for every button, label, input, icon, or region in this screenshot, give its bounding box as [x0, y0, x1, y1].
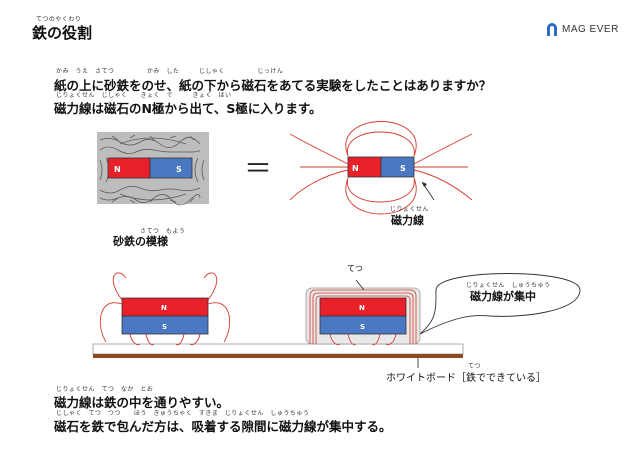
- iron-ruby: てつ: [347, 264, 363, 273]
- diagram-magnet-n: N: [352, 164, 359, 173]
- right-magnet-s: S: [360, 323, 365, 331]
- right-magnet-n: N: [359, 304, 365, 312]
- whiteboard-label: ホワイトボード［鉄でできている］: [386, 373, 546, 384]
- left-magnet-south: [121, 315, 209, 335]
- caption-field-lines: 磁力線: [391, 214, 424, 227]
- left-magnet-n: N: [161, 304, 167, 312]
- right-magnet-south: [319, 315, 407, 335]
- magnet-logo-icon: [547, 23, 557, 36]
- caption-right-ruby: じりょくせん: [390, 206, 430, 213]
- whiteboard-surface: [92, 343, 464, 355]
- caption-iron-filings: 砂鉄の模様: [113, 235, 168, 248]
- left-magnet-s: S: [162, 323, 167, 331]
- bubble-ruby: じりょくせん しゅうちゅう: [466, 282, 551, 289]
- intro-line1-ruby: かみ うえ さてつ かみ した じしゃく じっけん: [56, 68, 284, 75]
- right-field-lines: [309, 289, 417, 346]
- bubble-text: 磁力線が集中: [470, 290, 536, 303]
- conclusion-line1: 磁力線は鉄の中を通りやすい。: [54, 395, 230, 410]
- title-ruby: てつのやくわり: [36, 16, 82, 23]
- diagram-magnet-south: [380, 156, 415, 178]
- top-figure: N S ＝ N S: [97, 121, 473, 215]
- whiteboard-base: [93, 354, 463, 358]
- bottom-figure: N S N S: [92, 272, 581, 368]
- brand-logo: MAG EVER: [546, 22, 619, 36]
- iron-pointer-icon: [355, 279, 365, 291]
- photo-magnet-n: N: [114, 165, 121, 174]
- conclusion-line2: 磁石を鉄で包んだ方は、吸着する隙間に磁力線が集中する。: [54, 419, 392, 434]
- logo-text: MAG EVER: [562, 23, 619, 35]
- diagram-magnet-s: S: [400, 164, 406, 173]
- equals-sign: ＝: [244, 152, 272, 185]
- iron-filings-photo: [97, 132, 209, 206]
- conclusion-line1-ruby: じりょくせん てつ なか とお: [56, 386, 154, 393]
- page-title: 鉄の役割: [32, 24, 93, 42]
- intro-line1: 紙の上に砂鉄をのせ、紙の下から磁石をあてる実験をしたことはありますか？: [54, 78, 492, 93]
- caption-left-ruby: さてつ もよう: [140, 228, 186, 235]
- speech-bubble: [419, 273, 581, 335]
- field-line-diagram: [289, 121, 473, 215]
- board-ruby: てつ: [468, 363, 481, 370]
- intro-line2: 磁力線は磁石のN極から出て、S極に入ります。: [54, 101, 322, 116]
- intro-line2-ruby: じりょくせん じしゃく きょく で きょく はい: [56, 92, 232, 99]
- pointer-arrowhead-icon: [422, 182, 427, 187]
- conclusion-line2-ruby: じしゃく てつ つつ ほう きゅうちゃく すきま じりょくせん しゅうちゅう: [56, 410, 310, 417]
- photo-magnet-s: S: [176, 165, 182, 174]
- left-field-lines: [99, 272, 231, 346]
